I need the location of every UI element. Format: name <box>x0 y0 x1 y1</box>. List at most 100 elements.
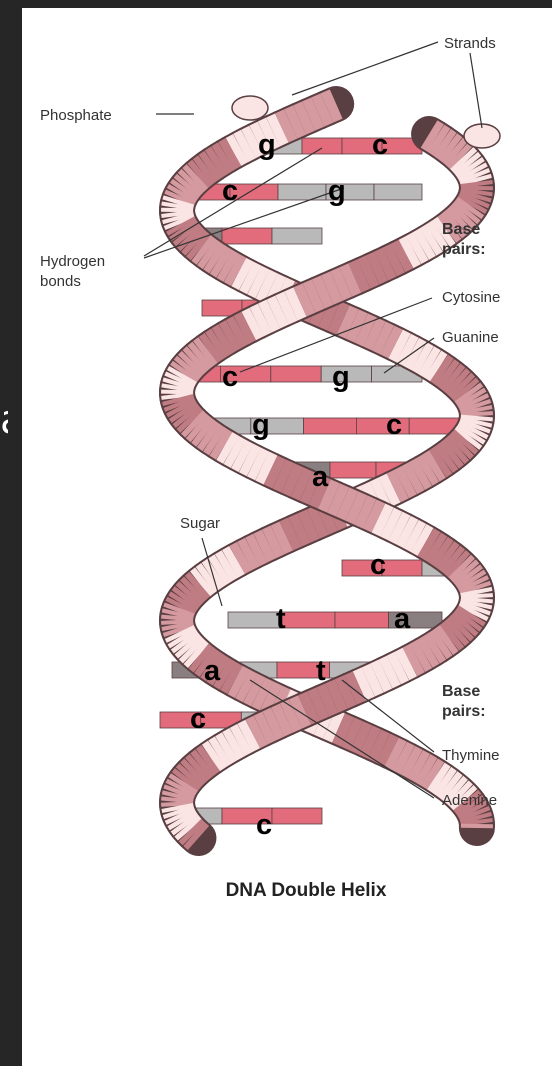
left-frame-bar: a <box>0 0 22 1066</box>
strand-band <box>462 158 466 162</box>
strand-band <box>381 262 389 266</box>
strand-band <box>196 244 201 248</box>
strand-band <box>460 566 464 570</box>
strand-band <box>196 426 201 430</box>
strand-band <box>180 604 182 608</box>
strand-band <box>179 196 181 200</box>
strand-band <box>419 538 426 542</box>
strand-band <box>476 590 477 594</box>
strand-band <box>426 360 433 364</box>
strand-band <box>467 392 470 396</box>
strand-band <box>181 636 183 640</box>
strand-band <box>377 492 386 496</box>
strand-band <box>208 346 214 350</box>
strands-leader-2 <box>470 53 482 128</box>
strand-band <box>386 670 394 674</box>
strand-band <box>409 476 417 480</box>
strand-band <box>194 652 199 656</box>
strand-band <box>179 632 181 636</box>
strand-band <box>250 688 258 692</box>
strand-band <box>286 532 295 536</box>
strand-band <box>182 600 185 604</box>
strand-band <box>179 814 181 818</box>
strand-band <box>181 374 183 378</box>
strand-band <box>431 464 437 468</box>
strand-band <box>474 424 475 428</box>
strand-band <box>334 316 343 320</box>
base-segment <box>272 808 322 824</box>
strand-band <box>193 176 197 180</box>
strand-band <box>474 174 476 178</box>
strand-band <box>463 622 467 626</box>
strand-band <box>395 526 403 530</box>
strand-band <box>246 458 254 462</box>
label-cytosine: Cytosine <box>442 289 500 306</box>
base-segment <box>222 228 272 244</box>
strand-band <box>260 544 268 548</box>
strand-band <box>184 596 187 600</box>
strand-band <box>188 418 192 422</box>
strand-band <box>445 554 450 558</box>
strand-band <box>212 438 218 442</box>
strand-band <box>237 556 245 560</box>
strand-band <box>177 794 178 798</box>
base-segment <box>302 138 342 154</box>
strand-band <box>450 376 455 380</box>
label-base-pairs-top-2: pairs: <box>442 241 486 258</box>
strand-band <box>460 384 464 388</box>
strand-band <box>421 242 428 246</box>
strand-band <box>257 318 265 322</box>
strand-band <box>327 286 336 290</box>
strand-band <box>220 338 227 342</box>
base-letter-12: a <box>394 603 411 635</box>
label-thymine: Thymine <box>442 747 500 764</box>
strand-band <box>450 558 455 562</box>
strand-band <box>377 674 386 678</box>
strand-band <box>297 482 306 486</box>
strand-band <box>408 760 416 764</box>
strand-band <box>318 108 327 112</box>
strand-band <box>470 396 472 400</box>
strand-band <box>190 830 194 834</box>
diagram-caption: DNA Double Helix <box>226 880 387 901</box>
strand-band <box>414 246 421 250</box>
strand-band <box>217 750 223 754</box>
label-base-pairs-top-1: Base <box>442 221 480 238</box>
strand-band <box>177 806 178 810</box>
strand-band <box>334 498 343 502</box>
strand-band <box>205 758 211 762</box>
strand-band <box>185 232 188 236</box>
strand-band <box>459 626 463 630</box>
strand-band <box>467 574 470 578</box>
strand-band <box>443 456 449 460</box>
strand-band <box>202 168 207 172</box>
strand-band <box>444 638 450 642</box>
strand-band <box>189 362 193 366</box>
strand-band <box>181 818 183 822</box>
strand-band <box>455 562 460 566</box>
strand-band <box>186 366 189 370</box>
label-hydrogen-1: Hydrogen <box>40 253 105 270</box>
strand-band <box>249 322 257 326</box>
strand-band <box>436 776 442 780</box>
strand-band <box>231 450 238 454</box>
strand-band <box>188 236 192 240</box>
strand-band <box>201 248 206 252</box>
strand-band <box>200 762 205 766</box>
strand-end-cap <box>232 96 268 120</box>
strand-band <box>261 726 269 730</box>
label-hydrogen-2: bonds <box>40 273 81 290</box>
strand-band <box>227 334 234 338</box>
base-pair-rung <box>198 418 462 434</box>
strand-band <box>218 260 225 264</box>
strand-band <box>415 764 422 768</box>
strand-band <box>457 154 461 158</box>
strand-band <box>183 188 186 192</box>
strand-band <box>288 478 297 482</box>
strand-band <box>467 618 470 622</box>
strand-band <box>304 524 313 528</box>
strand-band <box>447 146 452 150</box>
base-letter-7: g <box>252 409 270 441</box>
label-base-pairs-bottom-2: pairs: <box>442 703 486 720</box>
strand-band <box>239 272 247 276</box>
